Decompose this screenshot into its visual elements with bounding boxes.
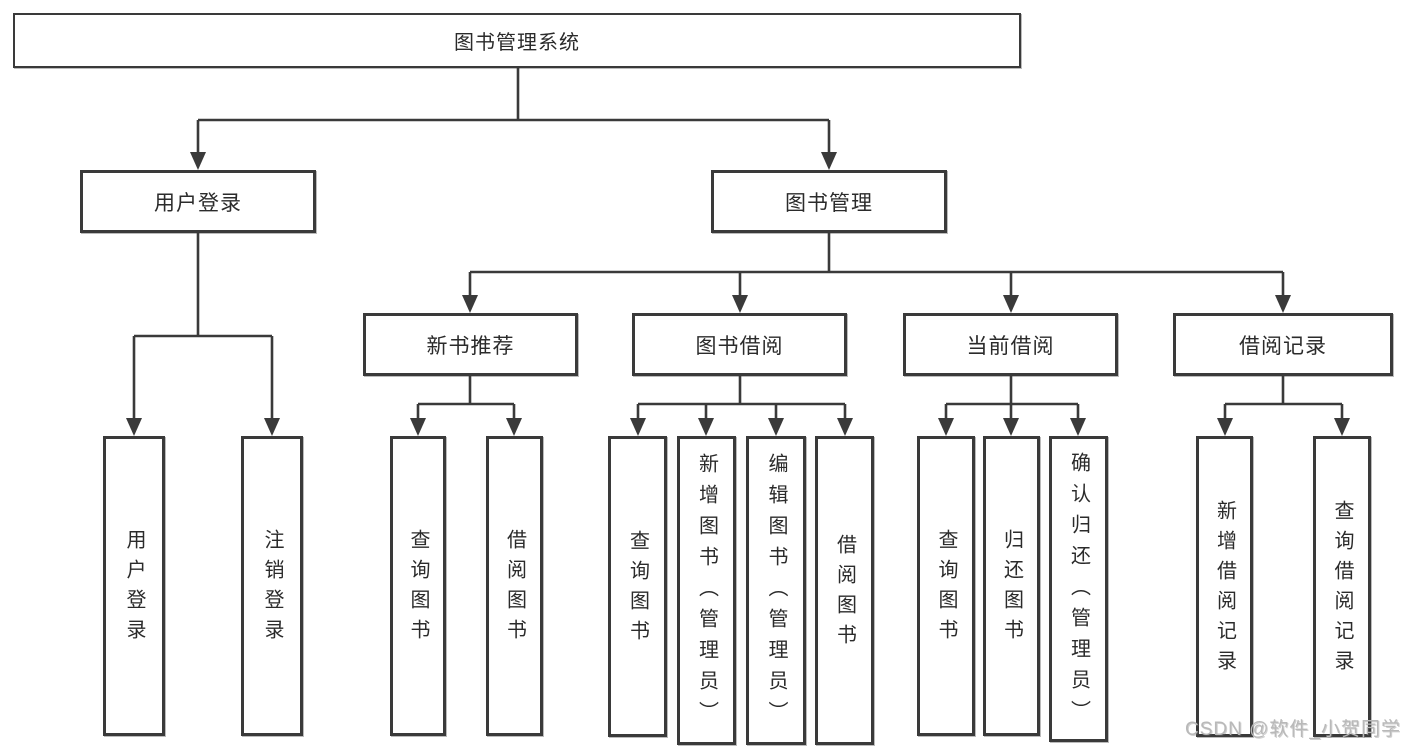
node-leaf-edit-books-admin: 编辑图书（管理员）: [746, 436, 806, 745]
node-label: 借阅图书: [503, 529, 526, 649]
node-leaf-confirm-return-admin: 确认归还（管理员）: [1049, 436, 1108, 742]
node-leaf-query-books-1: 查询图书: [390, 436, 446, 736]
node-label: 当前借阅: [966, 334, 1055, 358]
node-label: 新增借阅记录: [1213, 499, 1236, 680]
node-label: 查询借阅记录: [1331, 499, 1353, 680]
node-label: 查询图书: [935, 529, 957, 649]
node-label: 新增图书（管理员）: [695, 453, 718, 732]
node-label: 确认归还（管理员）: [1067, 451, 1090, 731]
node-label: 用户登录: [154, 191, 242, 215]
node-leaf-return-books: 归还图书: [983, 436, 1040, 736]
node-leaf-logout: 注销登录: [241, 436, 303, 736]
node-library-management-system: 图书管理系统: [13, 13, 1021, 68]
node-label: 借阅图书: [833, 533, 856, 654]
csdn-watermark: CSDN @软件_小贺同学: [1185, 719, 1401, 740]
node-leaf-borrow-books-1: 借阅图书: [486, 436, 543, 736]
node-book-borrow: 图书借阅: [632, 313, 847, 376]
node-label: 图书管理系统: [454, 32, 580, 54]
node-label: 归还图书: [1000, 529, 1023, 649]
node-leaf-query-books-3: 查询图书: [917, 436, 975, 736]
node-label: 图书借阅: [695, 334, 784, 358]
node-label: 新书推荐: [426, 334, 515, 358]
node-leaf-query-borrow-record: 查询借阅记录: [1313, 436, 1371, 737]
node-label: 编辑图书（管理员）: [765, 453, 787, 732]
node-leaf-borrow-books-2: 借阅图书: [815, 436, 874, 745]
node-leaf-add-books-admin: 新增图书（管理员）: [677, 436, 736, 745]
node-book-management: 图书管理: [711, 170, 947, 233]
node-leaf-add-borrow-record: 新增借阅记录: [1196, 436, 1253, 737]
node-label: 注销登录: [261, 529, 283, 649]
node-leaf-query-books-2: 查询图书: [608, 436, 667, 737]
node-user-login: 用户登录: [80, 170, 316, 233]
node-label: 查询图书: [626, 529, 649, 650]
node-current-borrow: 当前借阅: [903, 313, 1118, 376]
node-label: 用户登录: [123, 529, 145, 649]
node-label: 查询图书: [407, 529, 429, 649]
node-label: 图书管理: [785, 191, 873, 215]
node-borrow-record: 借阅记录: [1173, 313, 1393, 376]
node-leaf-user-login: 用户登录: [103, 436, 165, 736]
node-label: 借阅记录: [1239, 334, 1327, 358]
node-new-book-recommend: 新书推荐: [363, 313, 578, 376]
